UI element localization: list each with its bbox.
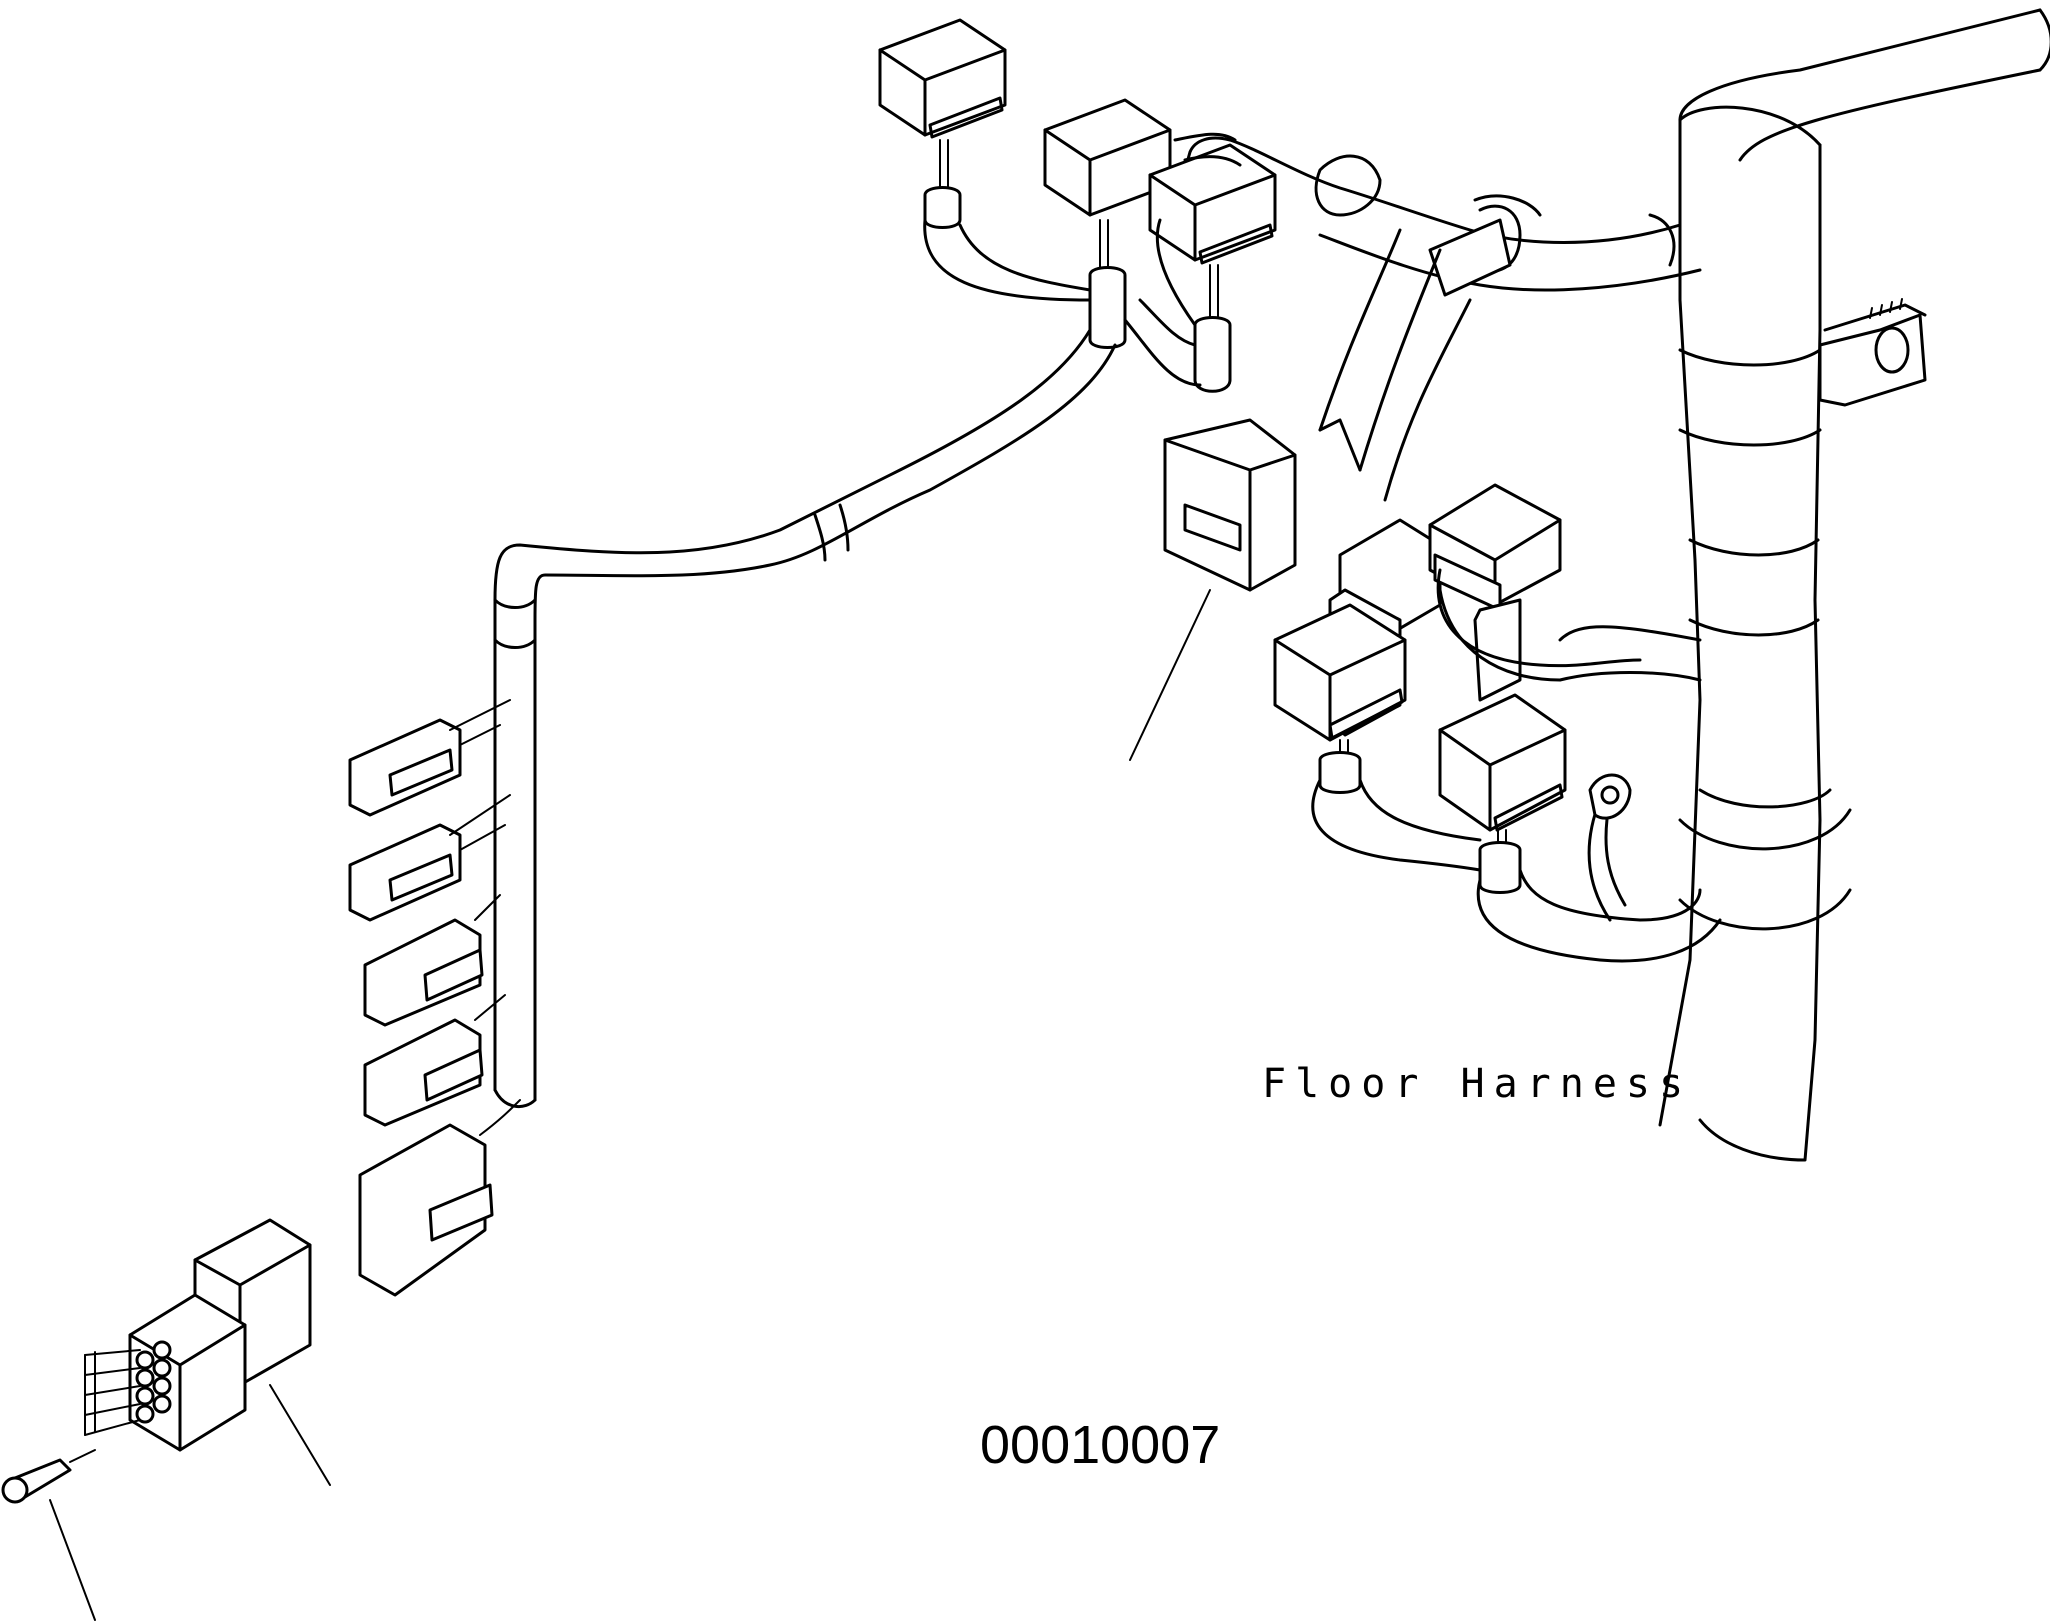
- mounting-bracket: [1818, 298, 1927, 407]
- terminal-pin: [1, 1449, 96, 1621]
- relay-connectors-right: [1273, 483, 1722, 963]
- harness-name-label: Floor Harness: [1262, 1061, 1692, 1107]
- side-connectors-left: [348, 699, 521, 1297]
- ground-terminal: [1588, 773, 1632, 820]
- left-harness-cable: [493, 328, 1117, 1109]
- loose-connector: [1129, 418, 1297, 761]
- relay-connectors-top: [878, 18, 1277, 393]
- drawing-number-label: 00010007: [980, 1415, 1220, 1475]
- upper-harness-branch: [1183, 136, 1702, 502]
- main-trunk-cable: [1658, 8, 2050, 1162]
- multi-pin-connector: [84, 1218, 331, 1486]
